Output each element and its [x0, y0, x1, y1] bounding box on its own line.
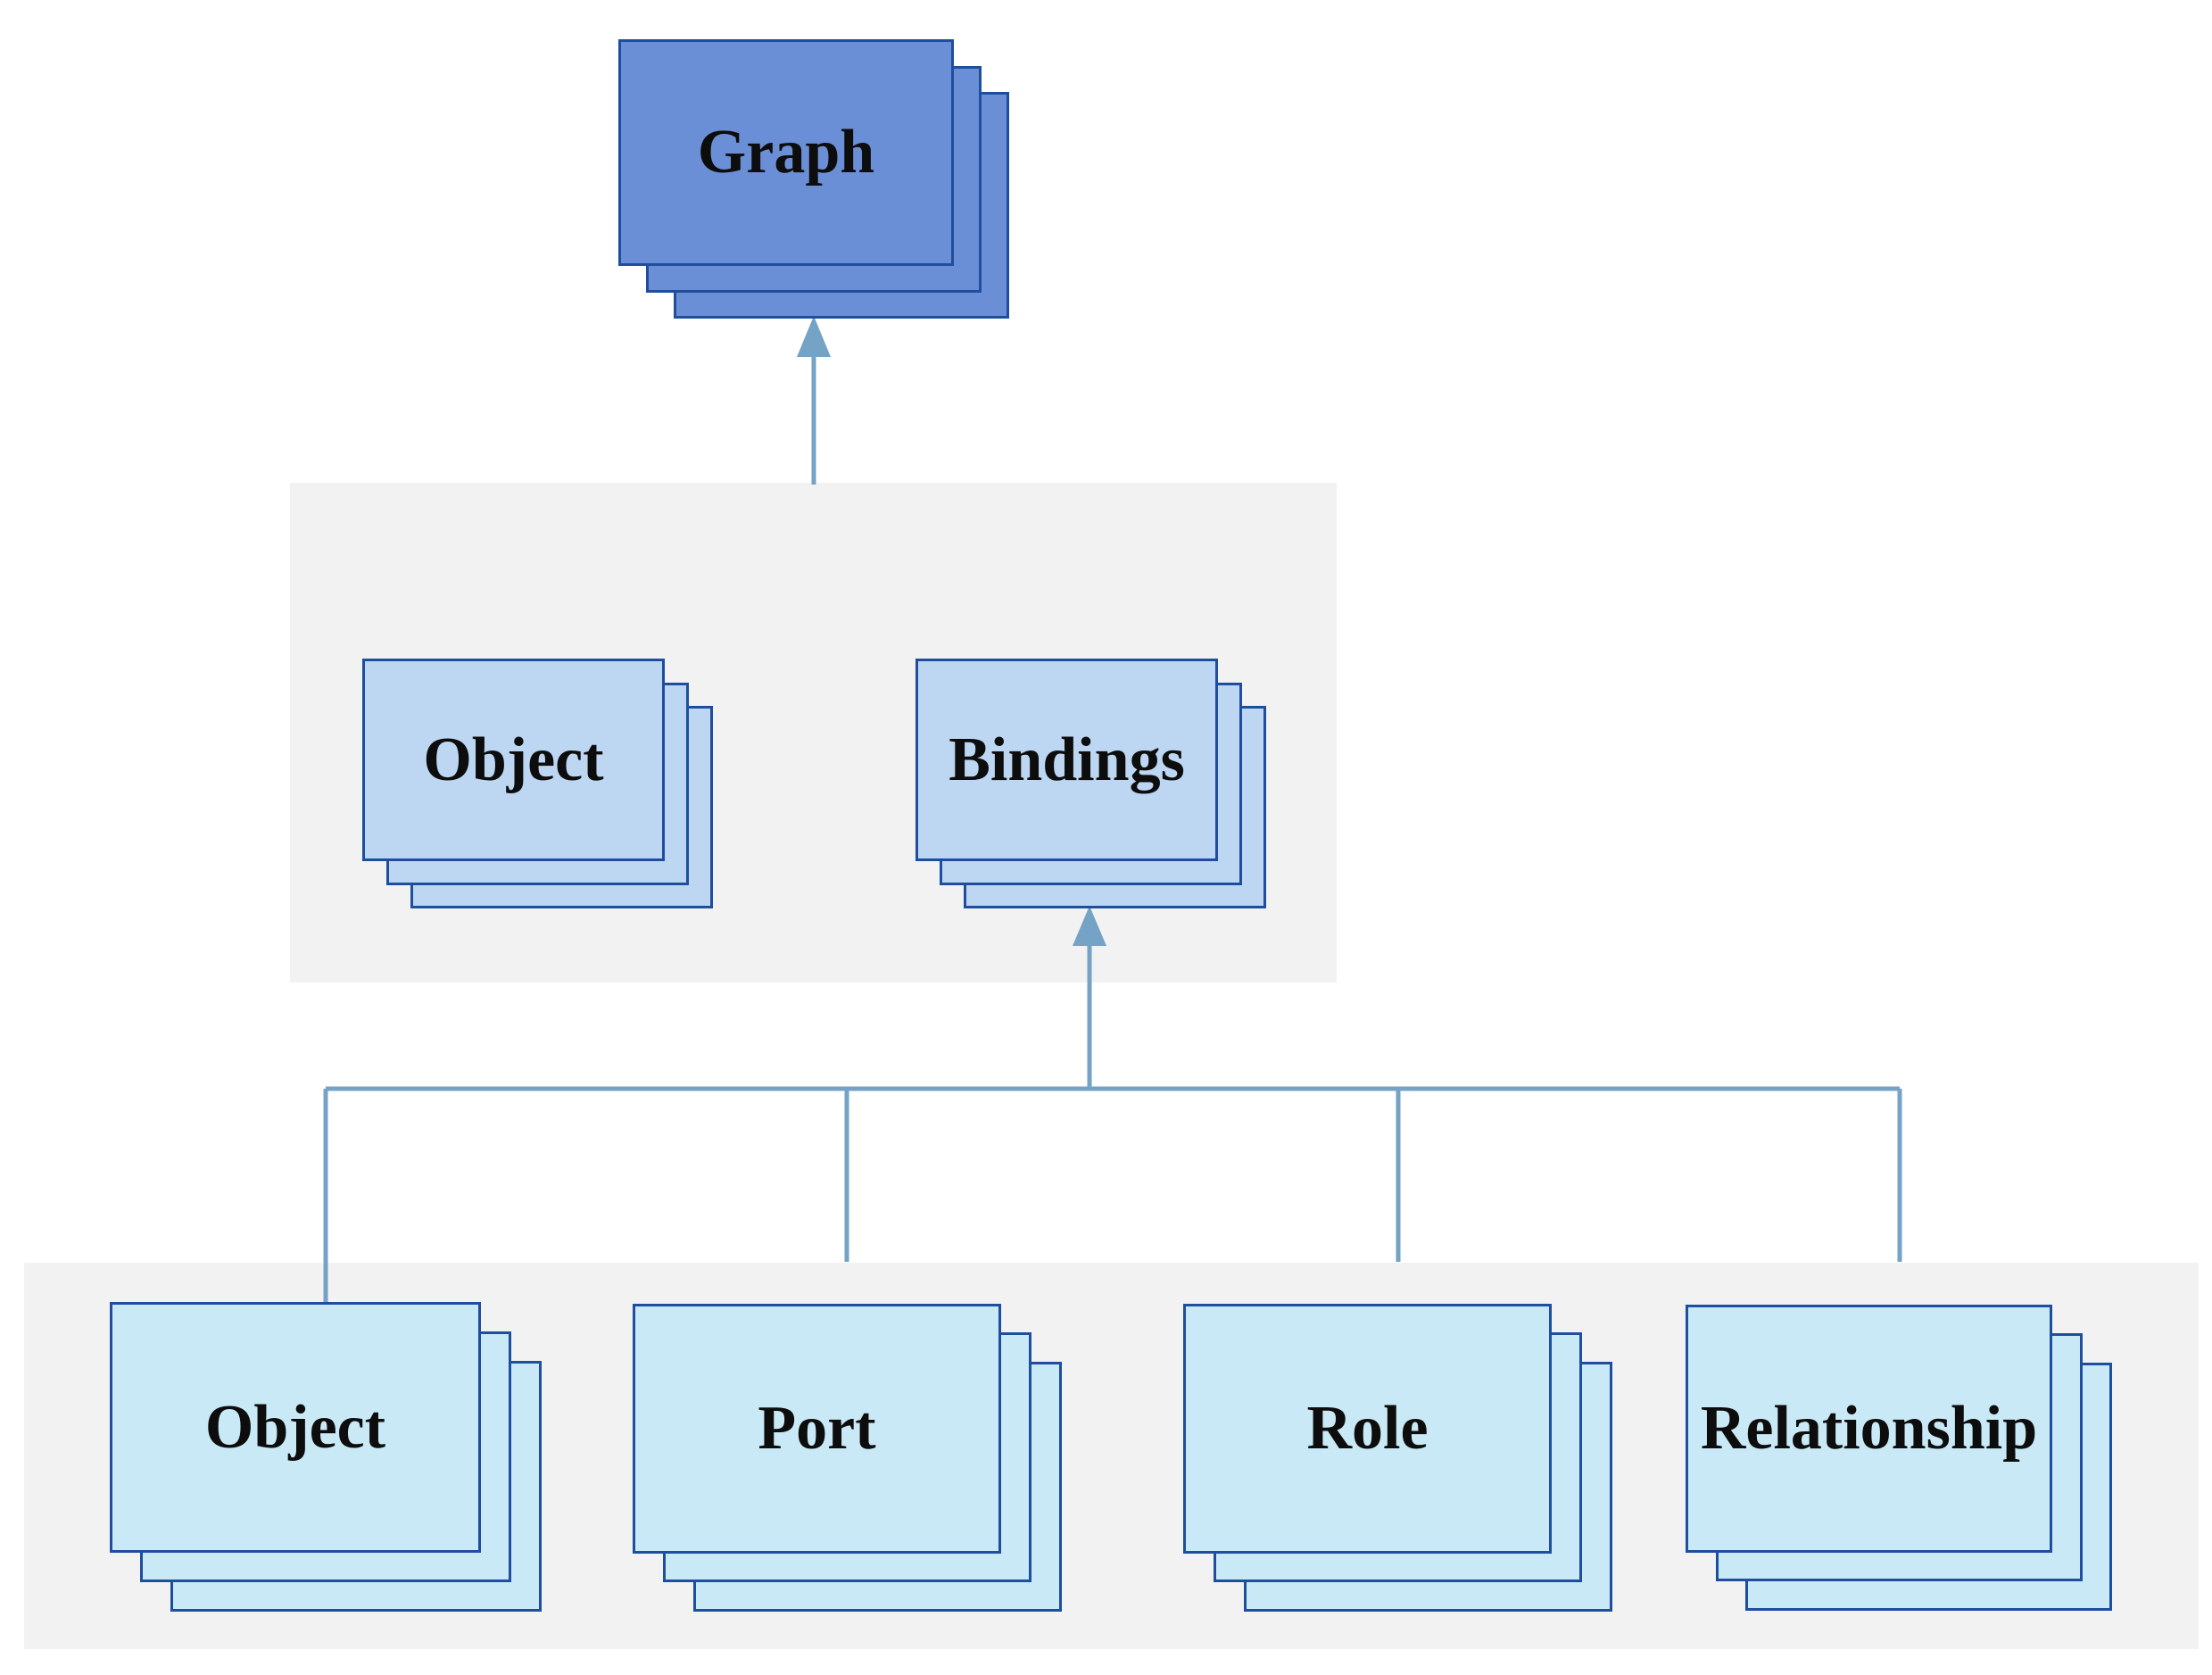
bottom-object-label: Object [204, 1392, 386, 1462]
bindings-label: Bindings [949, 725, 1185, 794]
port-node: Port [633, 1304, 1062, 1612]
middle-object-card: Object [362, 659, 665, 861]
port-label: Port [758, 1394, 876, 1463]
middle-object-node: Object [362, 659, 713, 908]
role-node: Role [1183, 1304, 1612, 1612]
port-card: Port [633, 1304, 1001, 1554]
relationship-node: Relationship [1686, 1305, 2112, 1611]
relationship-label: Relationship [1700, 1394, 2038, 1463]
graph-node: Graph [618, 39, 1009, 319]
arrowhead-to-graph [797, 316, 831, 357]
bindings-node: Bindings [915, 659, 1266, 908]
bindings-card: Bindings [915, 659, 1218, 861]
bottom-object-card: Object [110, 1302, 481, 1553]
role-card: Role [1183, 1304, 1552, 1554]
role-label: Role [1306, 1394, 1429, 1463]
graph-label: Graph [697, 118, 875, 187]
bottom-object-node: Object [110, 1302, 542, 1612]
relationship-card: Relationship [1686, 1305, 2052, 1553]
arrowhead-to-bindings [1073, 906, 1106, 946]
middle-object-label: Object [423, 725, 604, 794]
graph-card: Graph [618, 39, 954, 266]
